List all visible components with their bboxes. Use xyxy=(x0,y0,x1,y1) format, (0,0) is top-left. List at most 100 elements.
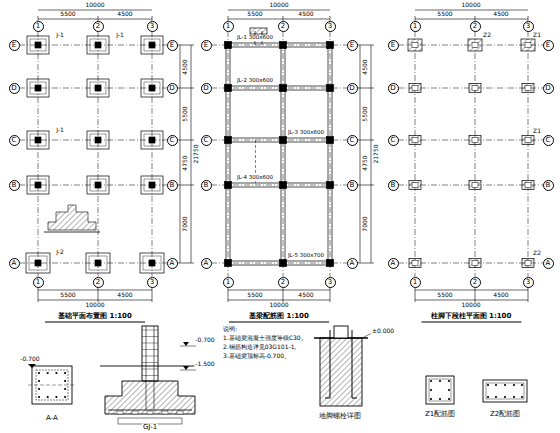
member-label: Z1 xyxy=(532,128,542,134)
details xyxy=(28,326,527,424)
drawing-title: 基础平面布置图 1:100 xyxy=(57,313,133,320)
axis-label: B xyxy=(546,182,551,189)
title-underline xyxy=(45,322,145,323)
axis-label: 2 xyxy=(281,23,285,30)
axis-label: D xyxy=(390,85,395,92)
beam-edge xyxy=(285,45,286,263)
rebar-dot xyxy=(430,380,432,382)
axis-bubble: E xyxy=(201,40,212,51)
rebar-dot xyxy=(495,396,497,398)
rebar-dot xyxy=(47,396,49,398)
plan xyxy=(398,10,543,322)
pedestal xyxy=(320,338,362,406)
axis-bubble: A xyxy=(543,258,554,269)
beam-edge xyxy=(281,45,282,263)
axis-bubble: 1 xyxy=(410,21,421,32)
footing xyxy=(141,36,163,54)
axis-line xyxy=(415,31,416,277)
column-stub xyxy=(409,136,421,145)
axis-label: 2 xyxy=(96,279,100,286)
axis-label: 3 xyxy=(328,279,332,286)
stirrup xyxy=(142,362,158,363)
detail-title: GJ-1 xyxy=(142,424,158,431)
note-text: 1.基础梁混凝土强度等级C30。 xyxy=(222,335,308,341)
dim-line xyxy=(38,300,152,301)
drawing-title: 基梁配筋图 1:100 xyxy=(248,313,310,320)
bolt-hook xyxy=(352,398,357,399)
dim-line xyxy=(228,290,330,291)
anchor-bolt xyxy=(330,330,331,398)
axis-label: 3 xyxy=(150,279,154,286)
axis-label: A xyxy=(350,260,355,267)
footing xyxy=(87,131,109,149)
member-label: J-1 xyxy=(115,32,125,38)
dim-line xyxy=(415,19,528,20)
dim-tick xyxy=(177,140,194,141)
column xyxy=(149,42,155,48)
footing-step xyxy=(89,256,107,270)
axis-label: B xyxy=(391,182,396,189)
beam-edge xyxy=(328,45,329,263)
axis-bubble: 1 xyxy=(223,21,234,32)
rebar-dot xyxy=(430,389,432,391)
beam-label: JL-1 300x600 xyxy=(236,35,274,41)
dimension-text: 5500 xyxy=(59,292,76,298)
elevation-text: -0.700 xyxy=(19,356,40,362)
beam-edge xyxy=(226,45,227,263)
axis-bubble: B xyxy=(347,180,358,191)
axis-bubble: A xyxy=(347,258,358,269)
dim-line xyxy=(415,10,528,11)
plan xyxy=(211,10,374,322)
rebar-dot xyxy=(487,396,489,398)
footing xyxy=(87,36,109,54)
axis-bubble: D xyxy=(167,83,178,94)
axis-line xyxy=(283,31,284,277)
column-stub xyxy=(522,84,534,93)
axis-bubble: E xyxy=(9,40,20,51)
axis-label: D xyxy=(349,85,354,92)
member-label: Z1 xyxy=(532,32,542,38)
dimension-text: 5500 xyxy=(246,11,263,17)
axis-bubble: A xyxy=(167,258,178,269)
dim-line xyxy=(191,45,192,263)
dimension-text: 4500 xyxy=(297,292,314,298)
dim-line xyxy=(38,19,152,20)
footing-section xyxy=(105,381,195,414)
rebar-dot xyxy=(504,384,506,386)
beam-label: JL-2 300x600 xyxy=(236,78,274,84)
axis-bubble: 1 xyxy=(33,277,44,288)
axis-bubble: 3 xyxy=(325,277,336,288)
axis-bubble: D xyxy=(543,83,554,94)
axis-bubble: B xyxy=(167,180,178,191)
dimension-text: 7000 xyxy=(182,215,188,232)
column-stub xyxy=(469,136,481,145)
dim-tick xyxy=(357,140,374,141)
axis-label: C xyxy=(12,137,17,144)
axis-bubble: A xyxy=(388,258,399,269)
axis-label: 1 xyxy=(413,279,417,286)
axis-bubble: 3 xyxy=(147,277,158,288)
axis-label: 1 xyxy=(36,279,40,286)
dim-tick xyxy=(177,45,194,46)
stirrup xyxy=(142,356,158,357)
dim-line xyxy=(38,10,152,11)
axis-bubble: B xyxy=(9,180,20,191)
column xyxy=(327,137,334,144)
axis-label: C xyxy=(350,137,355,144)
rebar-dot xyxy=(430,398,432,400)
anchor-bolt xyxy=(352,330,353,398)
axis-bubble: 2 xyxy=(93,277,104,288)
axis-label: 3 xyxy=(526,23,530,30)
steel-column xyxy=(525,138,531,143)
column xyxy=(280,85,287,92)
dimension-text: 10000 xyxy=(268,302,289,308)
stair-opening xyxy=(250,28,267,34)
dimension-text: 4500 xyxy=(116,292,133,298)
footing-step xyxy=(90,179,106,191)
dim-line xyxy=(180,45,181,263)
rebar-dot xyxy=(55,396,57,398)
axis-line xyxy=(330,31,331,277)
beam-edge xyxy=(228,43,330,44)
